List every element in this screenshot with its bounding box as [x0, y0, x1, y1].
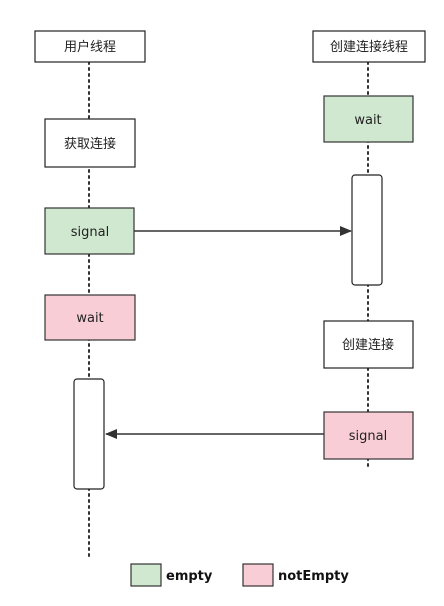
creator-create-connection-label: 创建连接 [342, 337, 394, 353]
creator-activation-bar [351, 174, 383, 286]
creator-signal-node: signal [323, 411, 414, 460]
user-wait-node: wait [44, 294, 136, 341]
legend-empty-swatch [130, 563, 162, 587]
user-thread-header: 用户线程 [34, 30, 146, 63]
legend: empty notEmpty [130, 563, 349, 587]
legend-empty-label: empty [166, 569, 213, 584]
user-signal-node: signal [44, 207, 135, 255]
legend-not-empty-label: notEmpty [278, 569, 349, 584]
creator-signal-label: signal [349, 429, 387, 444]
user-get-connection-label: 获取连接 [64, 136, 116, 152]
user-activation-bar [73, 378, 105, 490]
creator-thread-label: 创建连接线程 [330, 39, 408, 55]
user-signal-label: signal [71, 225, 109, 240]
user-thread-label: 用户线程 [64, 39, 116, 55]
user-get-connection-node: 获取连接 [44, 118, 136, 168]
user-wait-label: wait [76, 311, 103, 326]
legend-not-empty-swatch [242, 563, 274, 587]
creator-wait-label: wait [354, 113, 381, 128]
creator-create-connection-node: 创建连接 [323, 320, 414, 369]
creator-wait-node: wait [323, 95, 414, 143]
creator-thread-header: 创建连接线程 [312, 30, 426, 63]
